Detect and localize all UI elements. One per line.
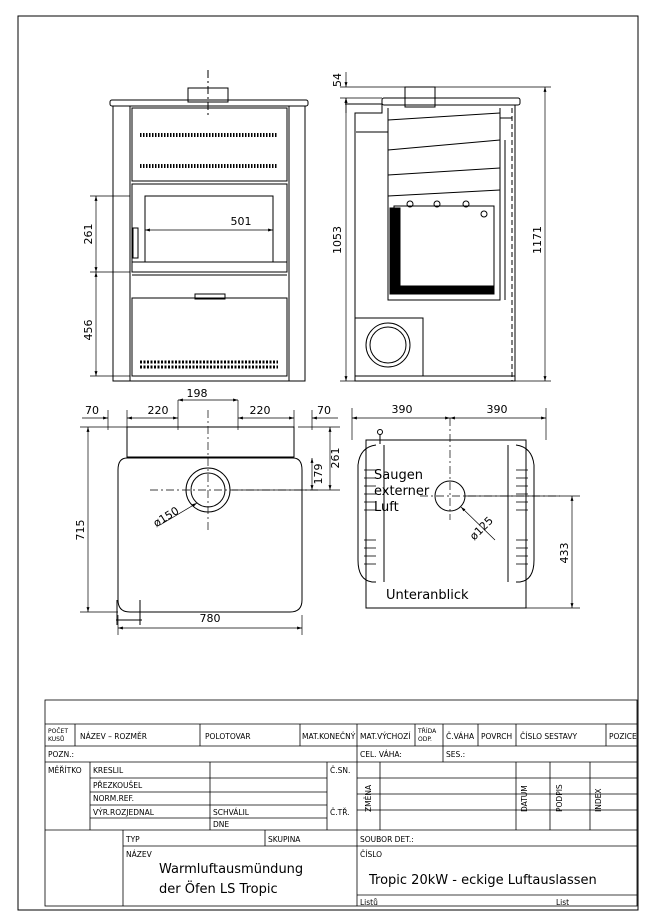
dim-bottom-pipe-diameter: ø125 (467, 514, 496, 543)
tb-c-tr: Č.TŘ. (330, 808, 350, 817)
dim-side-height-1171: 1171 (531, 226, 544, 254)
tb-nazev: NÁZEV (126, 850, 153, 859)
tb-prezkousel: PŘEZKOUŠEL (93, 781, 143, 790)
bottom-view-label: Unteranblick (386, 588, 469, 603)
dim-top-right-220: 220 (250, 404, 271, 417)
tb-vyr-rozjednal: VÝR.ROZJEDNAL (93, 808, 155, 817)
dim-top-left-70: 70 (85, 404, 99, 417)
dim-side-height-1053: 1053 (331, 226, 344, 254)
front-view (109, 70, 309, 382)
title-block (44, 699, 638, 907)
tb-pocet-kusu-2: KUSŮ (48, 736, 64, 743)
tb-soubor-det: SOUBOR DET.: (360, 835, 414, 844)
intake-label-line2: externer (374, 484, 430, 499)
tb-polotovar: POLOTOVAR (205, 732, 251, 741)
tb-c-vaha: Č.VÁHA (446, 732, 475, 741)
side-view (345, 86, 521, 382)
dim-bottom-right-390: 390 (487, 403, 508, 416)
dim-top-pipe-diameter: ø150 (151, 504, 181, 530)
dim-bottom-left-390: 390 (392, 403, 413, 416)
dim-bottom-depth-433: 433 (558, 543, 571, 564)
dim-top-depth-261: 261 (329, 448, 342, 469)
tb-c-sn: Č.SN. (330, 766, 350, 775)
tb-pocet-kusu-1: POČET (48, 728, 68, 735)
tb-povrch: POVRCH (481, 732, 512, 741)
tb-meritko: MĚŘÍTKO (48, 766, 82, 775)
tb-cislo-sestavy: ČÍSLO SESTAVY (520, 732, 577, 741)
tb-pozice: POZICE (609, 732, 637, 741)
tb-kreslil: KRESLIL (93, 766, 124, 775)
tb-name-line1: Warmluftausmündung (159, 862, 303, 877)
tb-cislo: ČÍSLO (360, 850, 382, 859)
tb-mat-konecny: MAT.KONEČNÝ (302, 732, 356, 741)
dim-top-center-198: 198 (187, 387, 208, 400)
tb-schvalil: SCHVÁLIL (213, 808, 250, 817)
dim-top-overall-depth: 715 (74, 520, 87, 541)
tb-typ: TYP (125, 835, 140, 844)
front-dimensions (90, 195, 273, 377)
intake-label-line3: Luft (374, 500, 399, 515)
tb-pozn: POZN.: (48, 750, 74, 759)
tb-podpis: PODPIS (555, 784, 564, 812)
bottom-dimensions (351, 408, 580, 609)
tb-drawing-number: Tropic 20kW - eckige Luftauslassen (368, 873, 597, 888)
tb-list: List (556, 898, 569, 907)
tb-datum: DATUM (520, 785, 529, 812)
tb-skupina: SKUPINA (268, 835, 301, 844)
tb-trida-odp-2: ODP. (418, 736, 432, 743)
tb-listu: Listů (360, 898, 378, 907)
side-dimensions (340, 72, 551, 382)
dim-top-left-220: 220 (148, 404, 169, 417)
tb-nazev-rozmer: NÁZEV – ROZMĚR (80, 732, 147, 741)
tb-name-line2: der Öfen LS Tropic (159, 880, 278, 897)
dim-top-depth-179: 179 (312, 464, 325, 485)
intake-label-line1: Saugen (374, 468, 423, 483)
sheet-border (17, 15, 639, 911)
dim-front-lower-height: 456 (82, 320, 95, 341)
top-view (116, 410, 320, 625)
dim-front-chimney-height: 54 (331, 73, 344, 87)
tb-mat-vychozi: MAT.VÝCHOZÍ (360, 732, 411, 741)
dim-front-door-height: 261 (82, 224, 95, 245)
top-dimensions (80, 398, 340, 635)
tb-dne: DNE (213, 820, 229, 829)
tb-norm-ref: NORM.REF. (93, 794, 134, 803)
tb-index: INDEX (594, 789, 603, 812)
dim-top-overall-width: 780 (200, 612, 221, 625)
tb-cel-vaha: CEL. VÁHA: (360, 750, 402, 759)
tb-ses: SES.: (446, 750, 465, 759)
tb-zmena: ZMĚNA (364, 784, 373, 812)
tb-trida-odp-1: TŘÍDA (417, 727, 437, 735)
dim-front-window-width: 501 (231, 215, 252, 228)
dim-top-right-70: 70 (317, 404, 331, 417)
